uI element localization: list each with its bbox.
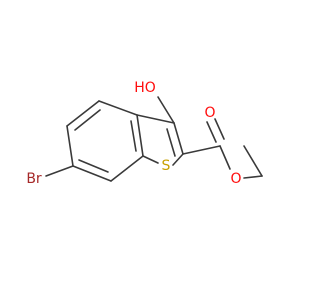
bond-s-c7a — [142, 155, 159, 164]
bond-carbonyl-double-2 — [214, 118, 225, 140]
bond-c3a-c3 — [136, 114, 175, 124]
bond-c6-c7 — [72, 165, 112, 182]
atom-label-sulfur: S — [162, 158, 171, 174]
atom-label-bromine: Br — [26, 171, 42, 187]
atom-label-carbonyl-oxygen: O — [204, 105, 215, 121]
bond-c3-c2 — [173, 122, 184, 155]
bond-c3-oh — [157, 96, 175, 124]
bond-ch2-ch3 — [243, 145, 263, 177]
bond-c7a-c3a — [136, 114, 144, 157]
atom-label-ester-oxygen: O — [230, 171, 241, 187]
bond-c2-ccarbonyl — [182, 145, 221, 155]
bond-ccarbonyl-oester — [219, 145, 231, 170]
atom-label-hydroxyl: HO — [134, 80, 156, 96]
bond-carbonyl-double-1 — [206, 121, 217, 143]
molecule-structure-diagram: HO O O S Br — [26, 80, 263, 187]
bond-c3a-c4 — [98, 100, 138, 116]
bond-c6-c7-inner — [78, 159, 109, 173]
bond-c3-c2-inner — [166, 128, 176, 157]
bond-oester-ch2 — [243, 175, 263, 179]
bond-c7a-c3a-inner — [130, 120, 137, 152]
bond-c5-c6 — [66, 125, 74, 167]
bond-c2-s — [172, 153, 184, 166]
bond-c4-c5 — [66, 100, 100, 127]
bond-c6-br — [45, 165, 74, 177]
bond-c4-c5-inner — [74, 109, 101, 131]
bond-c7-c7a — [110, 155, 144, 182]
